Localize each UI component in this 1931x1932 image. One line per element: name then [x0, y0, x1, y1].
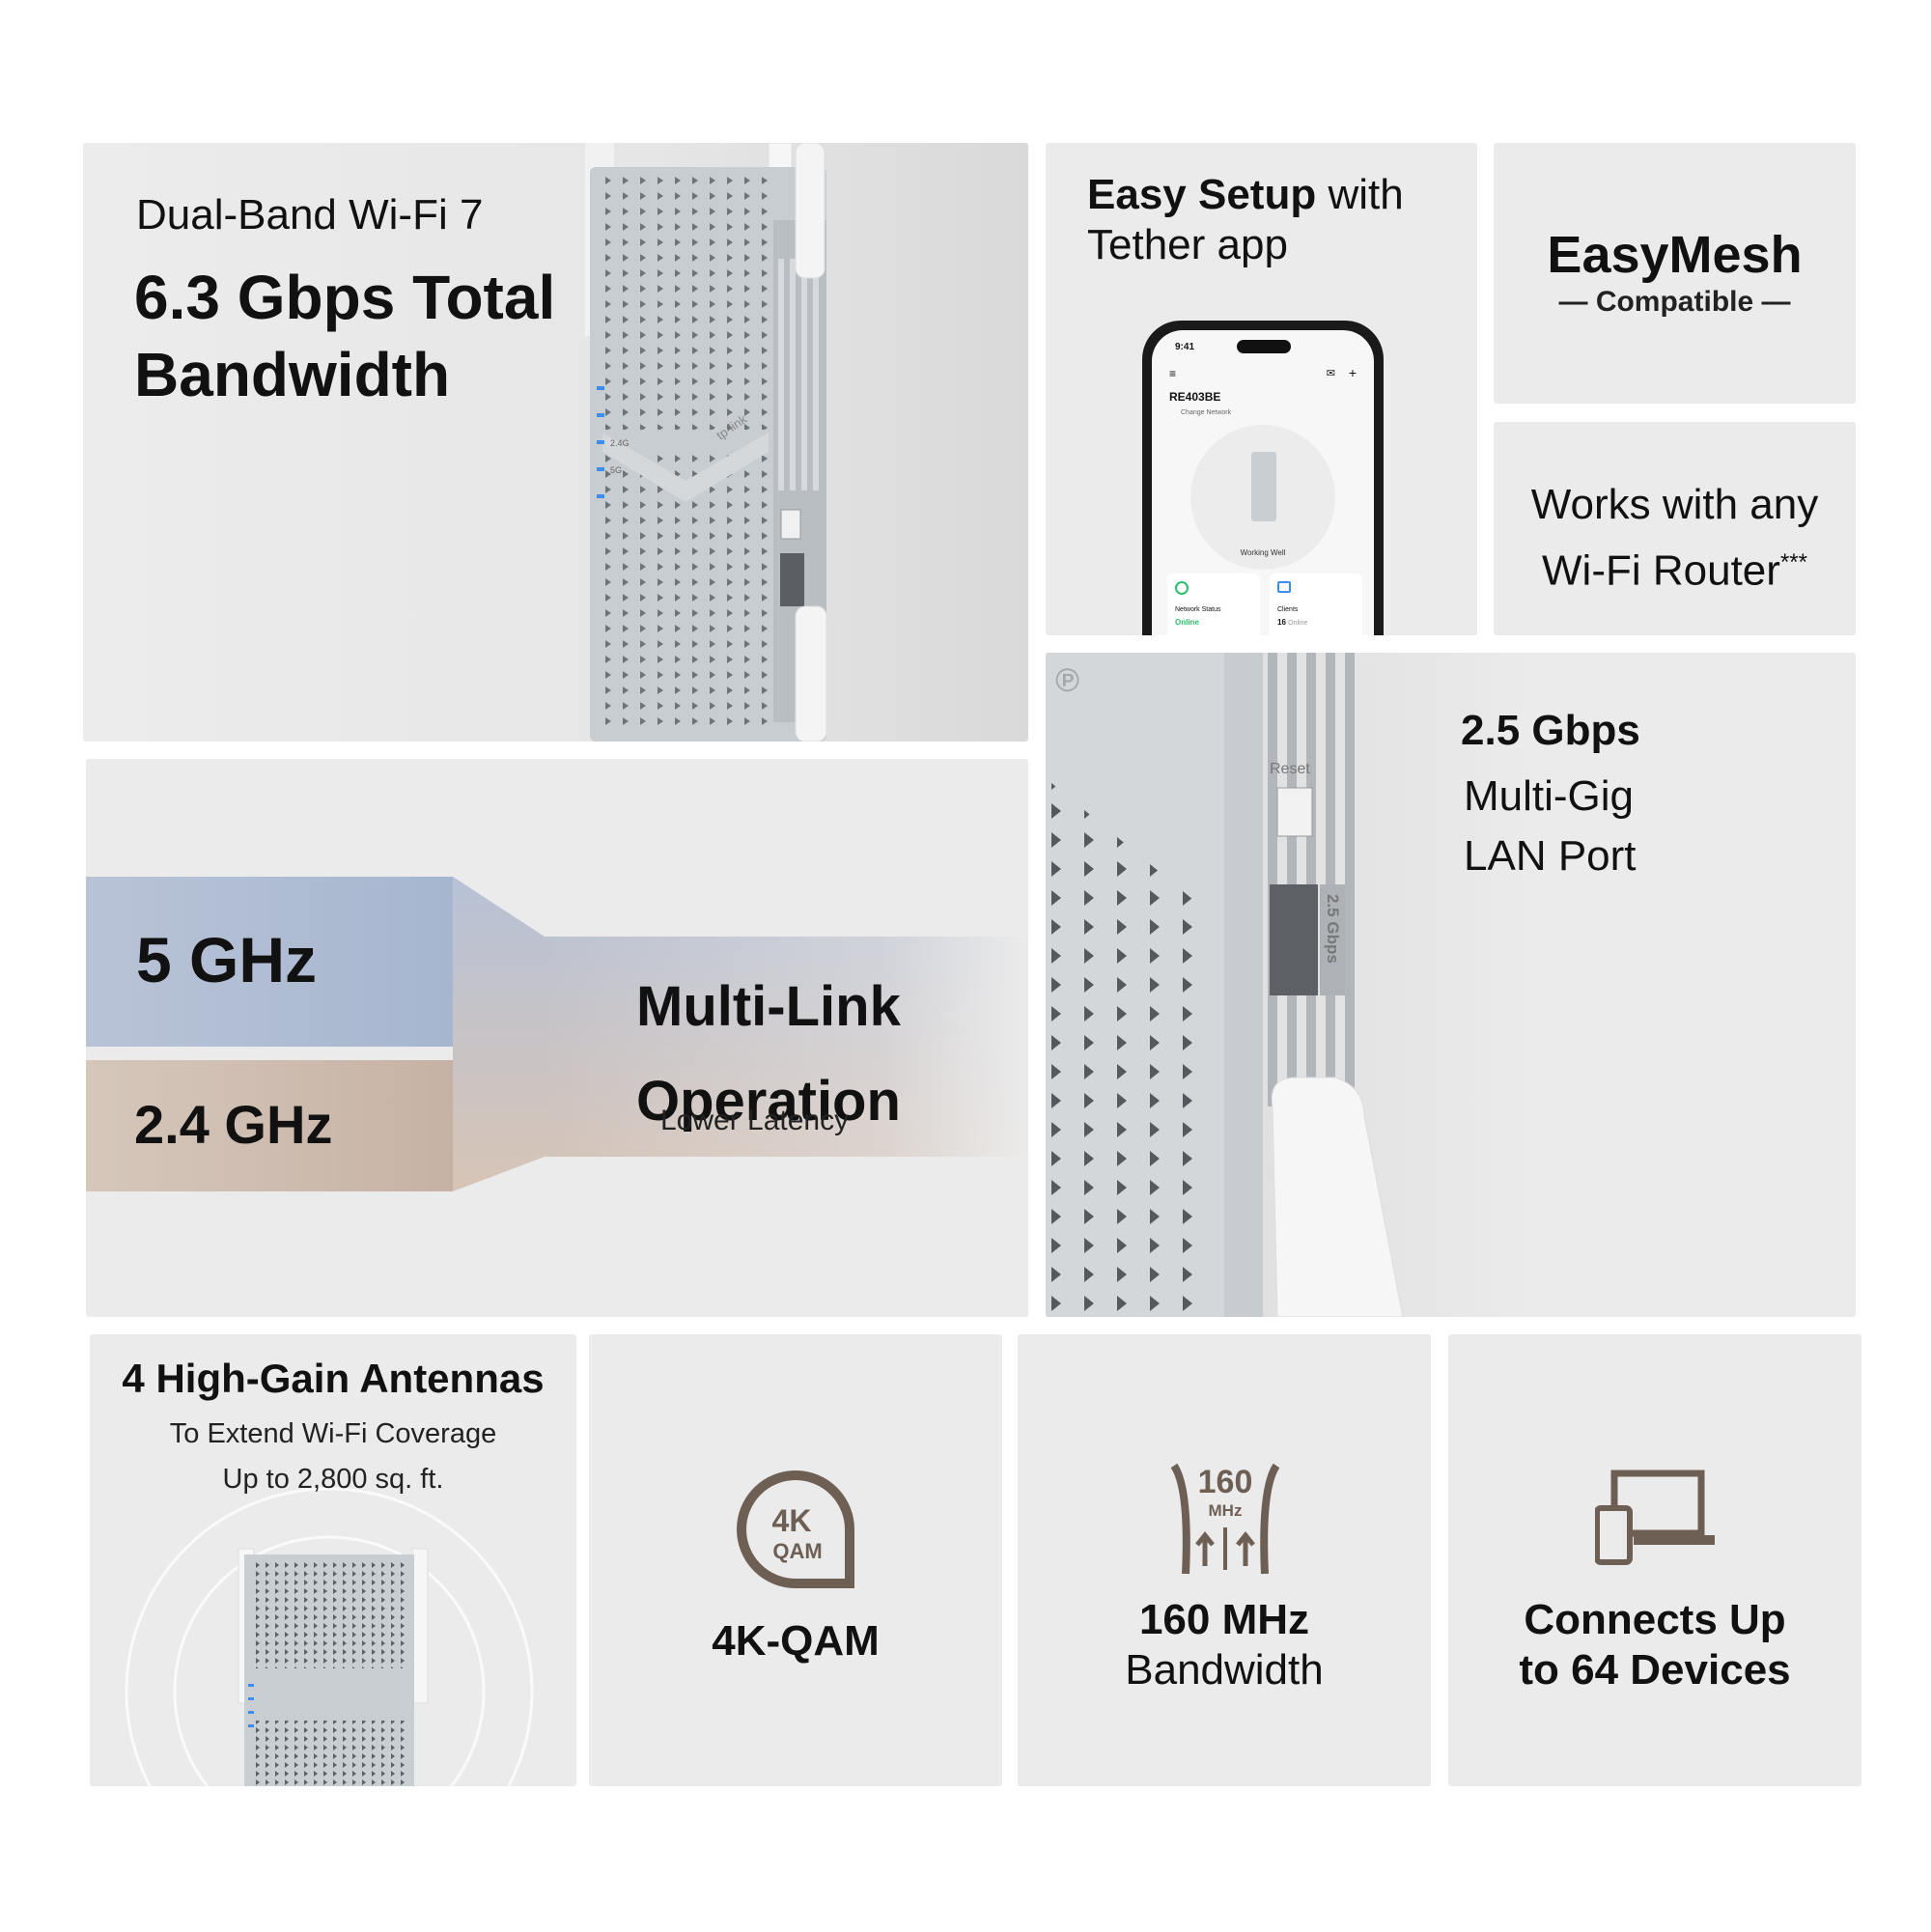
mlo-tile: 5 GHz 2.4 GHz Multi-Link Operation Lower… [86, 759, 1028, 1317]
working-status: Working Well [1240, 548, 1286, 557]
devices-caption: Connects Up to 64 Devices [1448, 1595, 1861, 1695]
clients-label: Clients [1277, 606, 1299, 613]
phone-notch [1237, 340, 1291, 353]
lan-speed: 2.5 Gbps [1461, 707, 1640, 754]
add-icon[interactable]: + [1348, 365, 1357, 380]
clients-icon [1277, 581, 1291, 593]
mhz-tile: 160 MHz 160 MHz Bandwidth [1018, 1334, 1431, 1786]
easymesh-tile: EasyMesh — Compatible — [1494, 143, 1856, 404]
menu-icon[interactable]: ≡ [1169, 367, 1177, 380]
led-label-5g: 5G [610, 465, 622, 475]
antennas-line1: To Extend Wi-Fi Coverage [169, 1418, 497, 1449]
antennas-tile: 4 High-Gain Antennas To Extend Wi-Fi Cov… [90, 1334, 576, 1786]
router-compat-tile: Works with any Wi-Fi Router*** [1494, 422, 1856, 635]
phone-time: 9:41 [1175, 342, 1195, 352]
tether-line2: Tether app [1087, 221, 1288, 268]
channel-width-icon: 160 MHz [1170, 1463, 1280, 1575]
network-status-value: Online [1175, 618, 1199, 627]
phone-model: RE403BE [1169, 390, 1221, 404]
change-network-button[interactable]: Change Network [1181, 409, 1232, 416]
coverage-device-image [125, 1487, 534, 1786]
lan-port-closeup-image: 2.5 Gbps Reset ℗ [1046, 653, 1404, 1317]
mhz-icon-number: 160 [1198, 1464, 1253, 1500]
router-footnote-mark: *** [1779, 549, 1807, 575]
mlo-title-line2: Operation [636, 1070, 901, 1133]
clients-card[interactable]: Clients 16 Online [1270, 574, 1362, 635]
antennas-title: 4 High-Gain Antennas [122, 1356, 545, 1401]
network-status-card[interactable]: Network Status Online [1167, 574, 1260, 635]
antennas-line2: Up to 2,800 sq. ft. [222, 1464, 444, 1495]
mail-icon[interactable]: ✉ [1326, 368, 1335, 379]
band-24ghz-bar [86, 1060, 453, 1191]
qam-caption: 4K-QAM [712, 1617, 880, 1665]
mlo-subtitle: Lower Latency [660, 1105, 850, 1136]
phone-mockup: 9:41 ≡ + ✉ RE403BE Change Network Workin… [1142, 321, 1384, 635]
bandwidth-subtitle: Dual-Band Wi-Fi 7 [136, 191, 484, 238]
port-label: 2.5 Gbps [1324, 894, 1342, 964]
qam-icon-bottom: QAM [772, 1539, 822, 1563]
mhz-caption: 160 MHz Bandwidth [1018, 1595, 1431, 1695]
qam-icon: 4K QAM [737, 1470, 854, 1588]
tether-rest: with [1316, 171, 1404, 218]
reset-label: Reset [1270, 761, 1310, 777]
brand-logo-closeup: ℗ [1055, 662, 1079, 699]
clients-count: 16 Online [1277, 618, 1307, 627]
led-label-24g: 2.4G [610, 438, 630, 448]
antennas-subtitle: To Extend Wi-Fi Coverage Up to 2,800 sq.… [90, 1412, 576, 1502]
lan-line3: LAN Port [1464, 832, 1637, 880]
qam-tile: 4K QAM 4K-QAM [589, 1334, 1002, 1786]
mlo-title-line1: Multi-Link [636, 975, 901, 1038]
mhz-caption-line2: Bandwidth [1125, 1646, 1324, 1694]
phone-screen: 9:41 ≡ + ✉ RE403BE Change Network Workin… [1152, 330, 1374, 635]
globe-icon [1175, 581, 1189, 595]
devices-tile: Connects Up to 64 Devices [1448, 1334, 1861, 1786]
lan-description: Multi-Gig LAN Port [1464, 767, 1637, 886]
router-line2: Wi-Fi Router [1542, 546, 1780, 595]
tether-heading: Easy Setup with Tether app [1087, 170, 1404, 270]
router-compat-text: Works with any Wi-Fi Router*** [1494, 476, 1856, 601]
extender-device-image: 2.4G 5G tp-link [585, 143, 827, 742]
clients-suffix: Online [1288, 620, 1308, 627]
device-thumb [1251, 452, 1276, 521]
qam-icon-top: 4K [772, 1503, 812, 1538]
devices-caption-line1: Connects Up [1524, 1596, 1786, 1643]
mhz-icon-unit: MHz [1209, 1501, 1243, 1520]
router-line1: Works with any [1530, 481, 1819, 528]
band-24ghz-label: 2.4 GHz [134, 1094, 333, 1155]
network-status-label: Network Status [1175, 606, 1221, 613]
easymesh-subtitle: — Compatible — [1558, 286, 1791, 318]
tether-tile: Easy Setup with Tether app 9:41 ≡ + ✉ RE… [1046, 143, 1477, 635]
bandwidth-title: 6.3 Gbps Total Bandwidth [134, 263, 556, 409]
tether-bold: Easy Setup [1087, 171, 1317, 218]
clients-value: 16 [1277, 618, 1286, 627]
band-5ghz-bar [86, 877, 453, 1047]
lan-port-tile: 2.5 Gbps Reset ℗ 2.5 Gbps Multi-Gig LAN … [1046, 653, 1856, 1317]
mlo-title: Multi-Link Operation [636, 960, 926, 1149]
band-merge-shape [453, 877, 1028, 1191]
band-5ghz-label: 5 GHz [136, 924, 318, 995]
lan-line2: Multi-Gig [1464, 772, 1635, 820]
devices-caption-line2: to 64 Devices [1519, 1646, 1791, 1694]
bandwidth-tile: Dual-Band Wi-Fi 7 6.3 Gbps Total Bandwid… [83, 143, 1028, 742]
mhz-caption-line1: 160 MHz [1138, 1596, 1310, 1643]
easymesh-title: EasyMesh [1547, 226, 1803, 284]
devices-icon [1595, 1470, 1715, 1565]
